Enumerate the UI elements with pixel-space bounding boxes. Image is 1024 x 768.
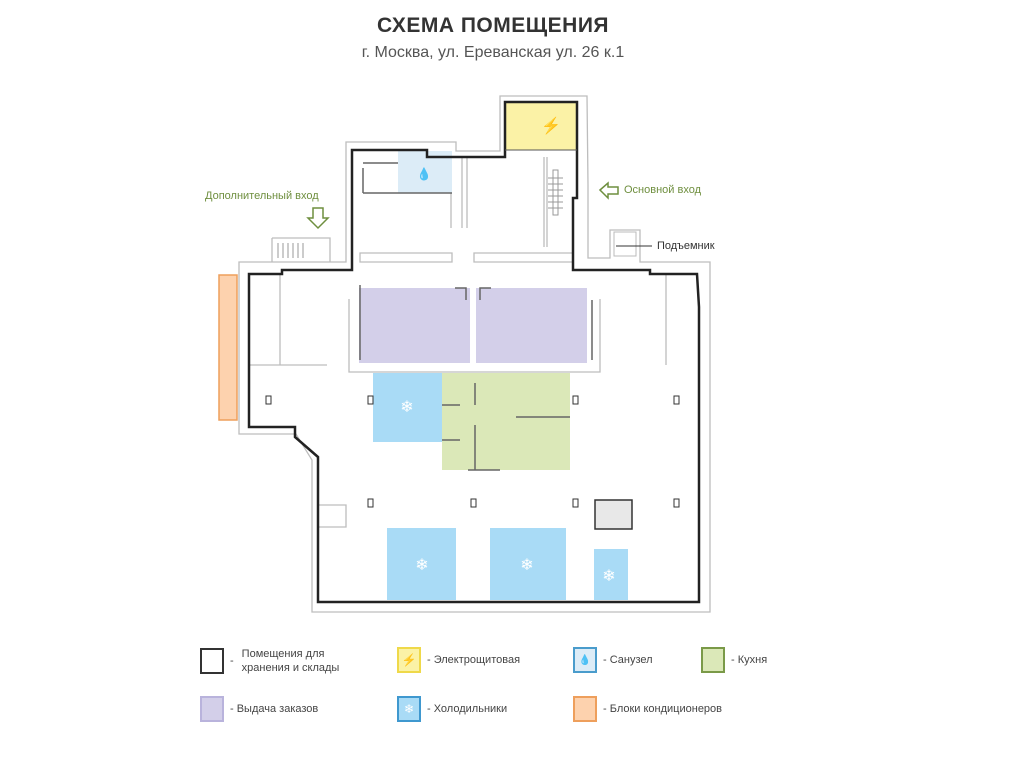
legend-label: - Санузел (603, 654, 653, 666)
page-title: СХЕМА ПОМЕЩЕНИЯ (376, 14, 610, 37)
water-drop-icon: 💧 (417, 167, 432, 181)
legend-bathroom: 💧 - Санузел (573, 647, 653, 673)
lift-label: Подъемник (657, 240, 715, 252)
legend-order-pickup: - Выдача заказов (200, 696, 318, 722)
water-drop-icon: 💧 (573, 647, 597, 673)
fridge-2 (387, 528, 456, 600)
legend-kitchen: - Кухня (701, 647, 767, 673)
snowflake-icon: ❄ (415, 557, 428, 574)
arrow-left-icon (598, 181, 619, 200)
legend-label: - Холодильники (427, 703, 508, 715)
lightning-icon: ⚡ (541, 116, 561, 135)
stairs-main (548, 169, 563, 216)
main-entrance-label: Основной вход (624, 184, 701, 196)
legend-label: - Электрощитовая (427, 654, 521, 666)
legend-label: хранения и склады (241, 662, 340, 674)
ac-units (218, 274, 238, 421)
kitchen (442, 373, 570, 470)
snowflake-icon: ❄ (400, 399, 413, 416)
legend-electrical: ⚡ - Электрощитовая (397, 647, 520, 673)
storage-area-outline (247, 100, 701, 604)
legend-fridges: ❄ - Холодильники (397, 696, 507, 722)
legend-swatch-storage (200, 648, 224, 674)
outer-walls (238, 95, 711, 613)
order-pickup-room-2 (476, 288, 587, 363)
lift-shaft (613, 231, 637, 257)
lightning-icon: ⚡ (397, 647, 421, 673)
legend-label: - Кухня (731, 654, 768, 666)
legend-ac-units: - Блоки кондиционеров (573, 696, 722, 722)
legend-label: - Выдача заказов (230, 703, 319, 715)
electrical-room (505, 102, 577, 150)
order-pickup-room-1 (359, 288, 470, 363)
fridge-4 (594, 549, 628, 600)
columns (265, 395, 680, 508)
fridge-3 (490, 528, 566, 600)
shaft-box (594, 499, 633, 530)
legend-swatch-pickup (200, 696, 224, 722)
address-subtitle: г. Москва, ул. Ереванская ул. 26 к.1 (361, 44, 625, 61)
legend-swatch-kitchen (701, 647, 725, 673)
fridge-1 (373, 373, 442, 442)
stairs-left (277, 243, 304, 258)
legend-label: - Блоки кондиционеров (603, 703, 723, 715)
snowflake-icon: ❄ (397, 696, 421, 722)
arrow-down-icon (306, 207, 330, 230)
snowflake-icon: ❄ (520, 557, 533, 574)
legend-swatch-ac (573, 696, 597, 722)
partitions (359, 162, 593, 471)
secondary-entrance-label: Дополнительный вход (205, 190, 319, 202)
legend-label: Помещения для (241, 648, 325, 660)
snowflake-icon: ❄ (602, 568, 615, 585)
